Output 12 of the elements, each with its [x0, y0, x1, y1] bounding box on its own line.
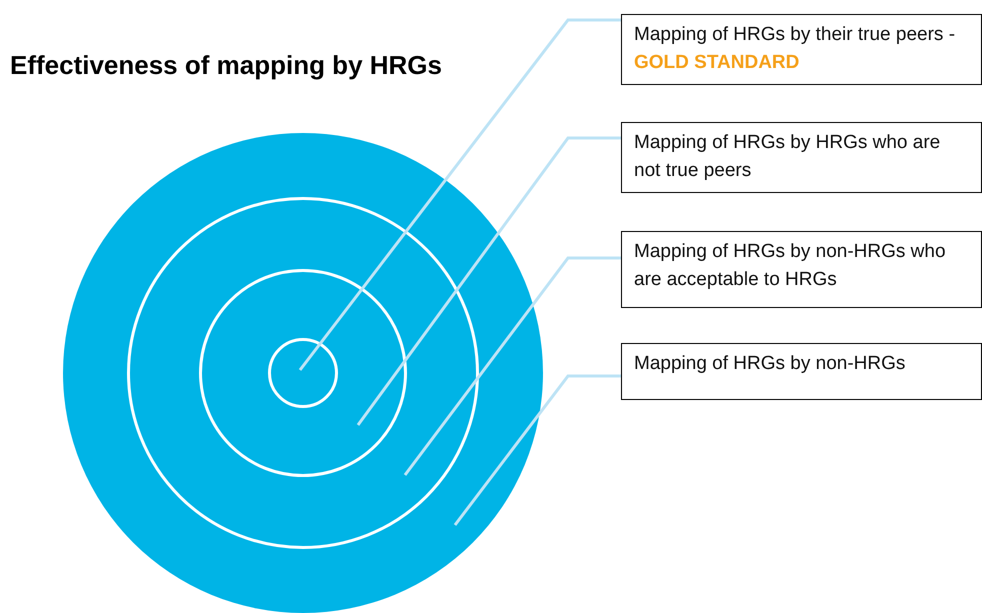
title: Effectiveness of mapping by HRGs — [10, 50, 442, 81]
target-ring — [127, 197, 479, 549]
target-ring — [268, 338, 338, 408]
target-ring — [199, 269, 407, 477]
leader-line — [454, 374, 621, 526]
text-box: Mapping of HRGs by HRGs who are not true peers — [621, 122, 982, 193]
leader-line — [298, 18, 621, 371]
text-box: Mapping of HRGs by their true peers - GOLD STANDARD — [621, 14, 982, 85]
text-box: Mapping of HRGs by non-HRGs — [621, 343, 982, 400]
leader-line — [404, 256, 621, 476]
leader-line — [356, 136, 621, 426]
text-box: Mapping of HRGs by non-HRGs who are acceptable to HRGs — [621, 231, 982, 308]
